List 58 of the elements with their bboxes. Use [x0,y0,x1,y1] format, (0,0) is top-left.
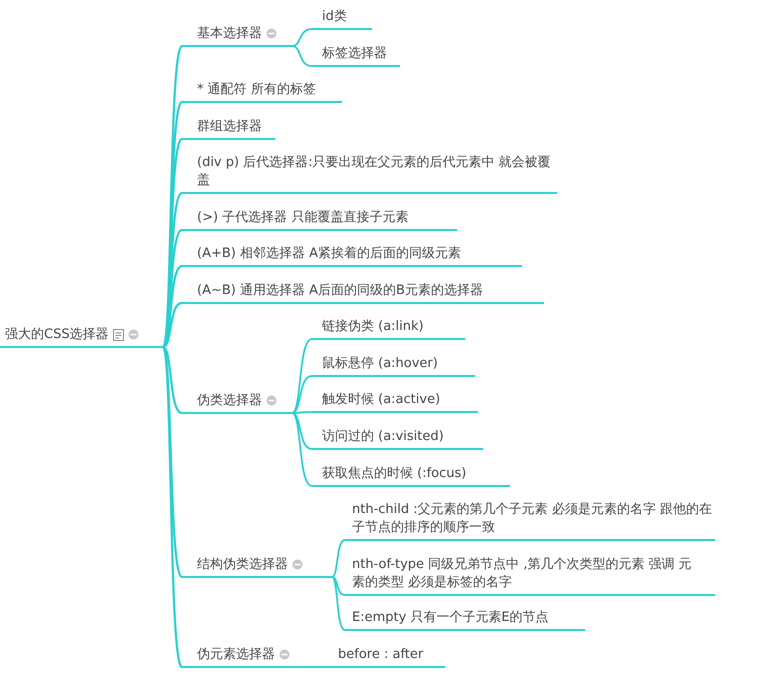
topic-text: * 通配符 所有的标签 [197,81,316,99]
underlined-topic [182,646,300,668]
topic-text: E:empty 只有一个子元素E的节点 [352,609,549,627]
branch-line [331,576,346,631]
topic-text: 伪元素选择器 [197,646,275,664]
underlined-topic [182,118,275,140]
topic-text: 获取焦点的时候 (:focus) [322,465,466,483]
underlined-topic [302,646,445,668]
branch-line [292,412,312,450]
branch-line [292,375,312,414]
topic-text: (A~B) 通用选择器 A后面的同级的B元素的选择器 [197,282,483,300]
underlined-topic [182,25,292,47]
topic-text: 标签选择器 [322,45,387,63]
underlined-topic [312,45,400,67]
topic-text: 鼠标悬停 (a:hover) [322,355,438,373]
branch-line [292,411,312,414]
underlined-topic [312,465,510,487]
branch-line [162,138,183,348]
underlined-topic [312,8,372,30]
underlined-topic [0,326,163,348]
branch-line [292,45,312,67]
underlined-topic [182,556,332,578]
topic-text: before : after [338,646,424,664]
branch-line [162,46,183,348]
branch-line [332,539,346,578]
branch-line [292,412,312,487]
topic-text: 链接伪类 (a:link) [322,318,424,336]
underlined-topic [345,556,715,596]
underlined-topic [182,81,342,103]
topic-text: nth-child :父元素的第几个子元素 必须是元素的名字 跟他的在子节点的排序的顺序一致 [352,501,712,537]
topic-text: 伪类选择器 [197,392,262,410]
branch-line [332,576,346,596]
underlined-topic [312,428,483,450]
branch-line [162,302,182,348]
branch-line [292,28,312,47]
topic-text: 访问过的 (a:visited) [322,428,444,446]
topic-text: id类 [322,8,347,26]
underlined-topic [312,355,475,377]
topic-text: 结构伪类选择器 [197,556,288,574]
topic-text: (A+B) 相邻选择器 A紧挨着的后面的同级元素 [197,245,462,263]
branch-line [162,346,183,668]
underlined-topic [182,392,292,414]
underlined-topic [312,318,465,340]
topic-text: (div p) 后代选择器:只要出现在父元素的后代元素中 就会被覆盖 [197,154,552,190]
underlined-topic [345,609,585,631]
topic-text: (>) 子代选择器 只能覆盖直接子元素 [197,209,408,227]
topic-text: 群组选择器 [197,118,262,136]
branch-line [300,666,302,668]
underlined-topic [182,209,457,231]
topic-text: 基本选择器 [197,25,262,43]
underlined-topic [312,391,478,413]
branch-line [292,338,312,414]
underlined-topic [182,245,522,267]
topic-text: nth-of-type 同级兄弟节点中 ,第几个次类型的元素 强调 元素的类型 必须是标签的名字 [352,556,693,592]
topic-text: 触发时候 (a:active) [322,391,440,409]
topic-text: 强大的CSS选择器 [5,326,109,344]
branch-line [162,346,182,414]
underlined-topic [182,282,544,304]
